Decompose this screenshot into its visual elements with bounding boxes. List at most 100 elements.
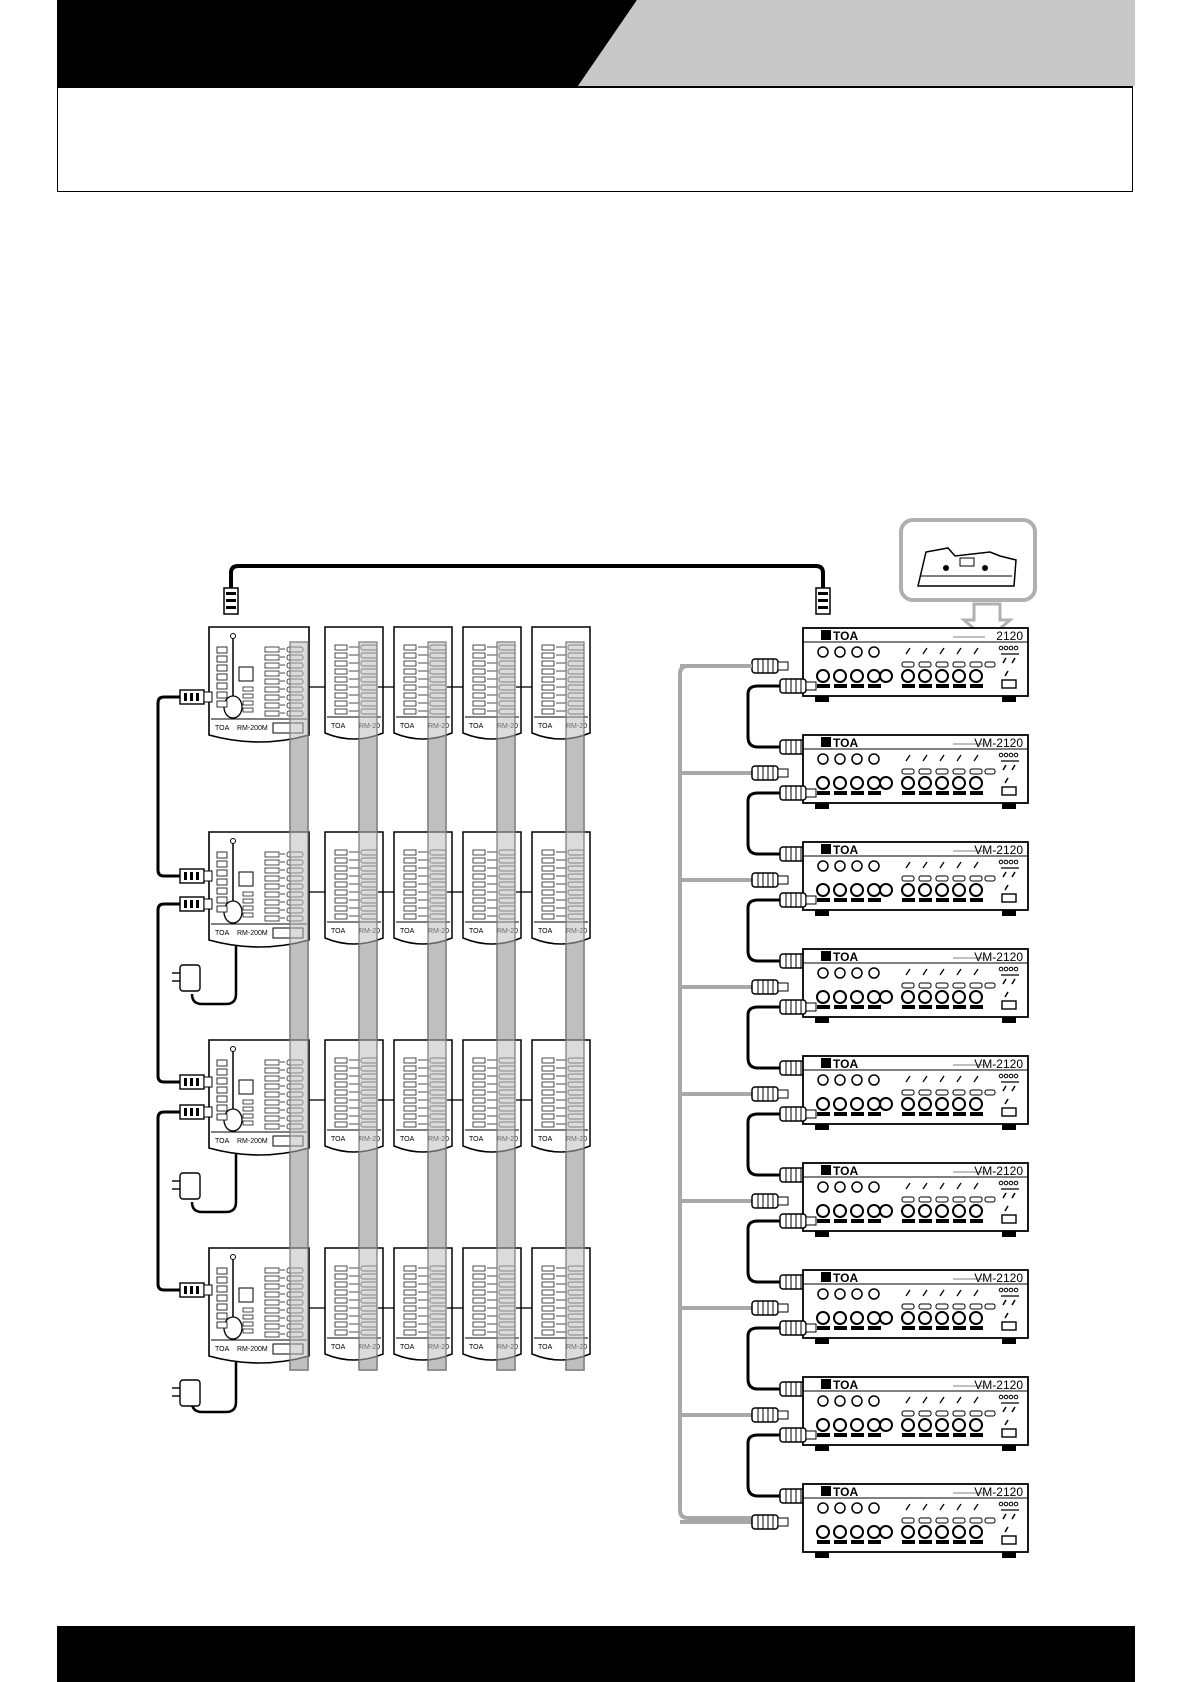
- rj45-connector-icon: [179, 1104, 213, 1120]
- knob-icon: [850, 1311, 864, 1325]
- knob-icon: [969, 776, 983, 790]
- knob-icon: [969, 1311, 983, 1325]
- knob-icon: [850, 1097, 864, 1111]
- knob-icon: [833, 990, 847, 1004]
- knob-icon: [969, 990, 983, 1004]
- knob-icon: [935, 669, 949, 683]
- knob-icon: [816, 990, 830, 1004]
- knob-icon: [833, 1097, 847, 1111]
- knob-icon: [868, 1074, 880, 1086]
- brand-logo: TOA: [833, 629, 858, 643]
- knob-icon: [901, 1097, 915, 1111]
- knob-icon: [879, 883, 893, 897]
- header-band: [57, 0, 1135, 86]
- link-cable: [746, 684, 785, 749]
- knob-icon: [969, 669, 983, 683]
- knob-icon: [868, 646, 880, 658]
- power-cable: [190, 946, 238, 1006]
- knob-icon: [935, 1418, 949, 1432]
- rj45-connector-icon: [179, 689, 213, 705]
- knob-icon: [834, 753, 846, 765]
- knob-icon: [969, 883, 983, 897]
- knob-icon: [850, 776, 864, 790]
- knob-icon: [879, 1204, 893, 1218]
- brand-logo: TOA: [538, 723, 553, 730]
- knob-icon: [952, 1097, 966, 1111]
- mixer-model-label: 2120: [996, 629, 1023, 643]
- mixer-model-label: VM-2120: [974, 1271, 1023, 1285]
- knob-icon: [834, 646, 846, 658]
- brand-logo: TOA: [469, 1136, 484, 1143]
- knob-icon: [851, 1074, 863, 1086]
- ac-adapter-icon: [172, 1172, 201, 1200]
- knob-icon: [879, 990, 893, 1004]
- knob-icon: [816, 1311, 830, 1325]
- rca-plug-icon: [779, 1488, 817, 1504]
- knob-icon: [952, 776, 966, 790]
- brand-logo: TOA: [400, 723, 415, 730]
- knob-icon: [851, 1181, 863, 1193]
- link-cable: [229, 564, 825, 590]
- rca-plug-icon: [779, 785, 817, 801]
- knob-icon: [901, 1418, 915, 1432]
- knob-icon: [952, 883, 966, 897]
- link-cable: [746, 1112, 785, 1177]
- mixer-unit: TOA 2120: [802, 627, 1029, 702]
- knob-icon: [918, 1311, 932, 1325]
- knob-icon: [850, 1525, 864, 1539]
- magnify-callout-icon: [899, 518, 1037, 642]
- knob-icon: [817, 967, 829, 979]
- knob-icon: [867, 1311, 881, 1325]
- knob-icon: [867, 776, 881, 790]
- brand-logo: TOA: [400, 1136, 415, 1143]
- knob-icon: [867, 1525, 881, 1539]
- knob-icon: [833, 1204, 847, 1218]
- brand-logo: TOA: [215, 930, 230, 937]
- mixer-model-label: VM-2120: [974, 1378, 1023, 1392]
- mixer-model-label: VM-2120: [974, 950, 1023, 964]
- knob-icon: [833, 776, 847, 790]
- rj45-connector-icon: [179, 1074, 213, 1090]
- knob-icon: [851, 967, 863, 979]
- rca-plug-icon: [779, 678, 817, 694]
- knob-icon: [816, 1097, 830, 1111]
- knob-icon: [817, 1074, 829, 1086]
- knob-icon: [834, 1074, 846, 1086]
- rca-plug-icon: [751, 1193, 789, 1209]
- rca-plug-icon: [751, 658, 789, 674]
- knob-icon: [918, 669, 932, 683]
- station-label: RM-200M: [237, 725, 268, 732]
- knob-icon: [834, 967, 846, 979]
- link-cable: [746, 791, 785, 856]
- knob-icon: [952, 1418, 966, 1432]
- knob-icon: [817, 860, 829, 872]
- knob-icon: [868, 1288, 880, 1300]
- brand-logo: TOA: [538, 928, 553, 935]
- knob-icon: [851, 753, 863, 765]
- knob-icon: [851, 646, 863, 658]
- knob-icon: [901, 1204, 915, 1218]
- rj45-connector-icon: [179, 868, 213, 884]
- brand-logo: TOA: [331, 1136, 346, 1143]
- brand-logo: TOA: [833, 843, 858, 857]
- power-cable: [190, 1362, 238, 1414]
- link-cable: [746, 898, 785, 963]
- rj45-connector-icon: [179, 1282, 213, 1298]
- brand-logo: TOA: [833, 736, 858, 750]
- knob-icon: [935, 1097, 949, 1111]
- knob-icon: [833, 883, 847, 897]
- station-label: RM-200M: [237, 930, 268, 937]
- knob-icon: [952, 990, 966, 1004]
- knob-icon: [816, 776, 830, 790]
- knob-icon: [879, 669, 893, 683]
- knob-icon: [901, 669, 915, 683]
- knob-icon: [935, 1311, 949, 1325]
- brand-logo: TOA: [833, 1164, 858, 1178]
- knob-icon: [850, 1204, 864, 1218]
- knob-icon: [901, 883, 915, 897]
